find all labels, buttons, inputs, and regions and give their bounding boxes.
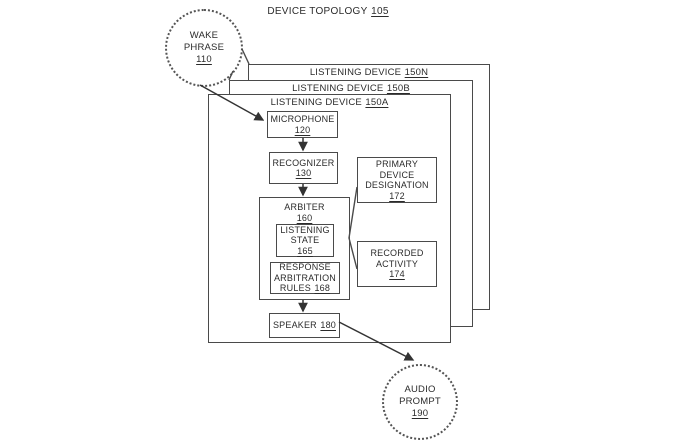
line-wake-to-device-150n	[241, 48, 250, 65]
recorded-activity-line2: ACTIVITY	[375, 258, 419, 269]
recorded-activity-line1: RECORDED	[370, 248, 424, 259]
listening-state-box: LISTENING STATE 165	[276, 224, 334, 257]
listening-state-ref: 165	[297, 245, 313, 256]
diagram-title-text: DEVICE TOPOLOGY	[267, 6, 368, 17]
response-arbitration-rules-text: RULES	[279, 283, 311, 294]
microphone-ref: 120	[294, 124, 311, 135]
audio-prompt-line1: AUDIO	[404, 384, 436, 395]
recognizer-label: RECOGNIZER	[272, 157, 335, 168]
wake-phrase-line1: WAKE	[189, 30, 219, 41]
audio-prompt-line2: PROMPT	[399, 396, 441, 407]
audio-prompt-circle: AUDIO PROMPT 190	[382, 364, 458, 440]
listening-device-150n-text: LISTENING DEVICE	[309, 67, 402, 78]
speaker-text: SPEAKER	[272, 320, 317, 331]
listening-device-150a-ref: 150A	[365, 97, 389, 108]
speaker-ref: 180	[320, 320, 337, 331]
primary-device-designation-line2: DEVICE	[379, 169, 415, 180]
recognizer-ref: 130	[295, 168, 312, 178]
primary-device-designation-box: PRIMARY DEVICE DESIGNATION 172	[357, 157, 437, 203]
recognizer-box: RECOGNIZER 130	[269, 152, 338, 184]
arbiter-label: ARBITER	[284, 202, 325, 212]
listening-device-150b-ref: 150B	[386, 83, 410, 94]
listening-state-line1: LISTENING	[280, 224, 330, 235]
primary-device-designation-ref: 172	[389, 190, 405, 201]
wake-phrase-circle: WAKE PHRASE 110	[165, 9, 243, 87]
listening-device-150a-text: LISTENING DEVICE	[270, 97, 362, 108]
microphone-box: MICROPHONE 120	[267, 111, 338, 138]
listening-state-line2: STATE	[290, 235, 320, 246]
response-arbitration-rules-line1: RESPONSE	[279, 262, 331, 273]
audio-prompt-ref: 190	[411, 408, 429, 419]
primary-device-designation-line1: PRIMARY	[375, 159, 419, 169]
recorded-activity-box: RECORDED ACTIVITY 174	[357, 241, 437, 287]
wake-phrase-line2: PHRASE	[183, 42, 225, 53]
listening-device-150n-ref: 150N	[404, 67, 429, 78]
primary-device-designation-line3: DESIGNATION	[365, 180, 429, 190]
listening-device-150b-text: LISTENING DEVICE	[292, 83, 384, 94]
response-arbitration-rules-line2: ARBITRATION	[273, 272, 337, 283]
microphone-label: MICROPHONE	[270, 114, 335, 124]
recorded-activity-ref: 174	[389, 269, 405, 280]
diagram-title-ref: 105	[371, 6, 389, 17]
wake-phrase-ref: 110	[196, 54, 212, 65]
response-arbitration-rules-ref: 168	[314, 283, 331, 294]
arbiter-ref: 160	[296, 212, 313, 223]
